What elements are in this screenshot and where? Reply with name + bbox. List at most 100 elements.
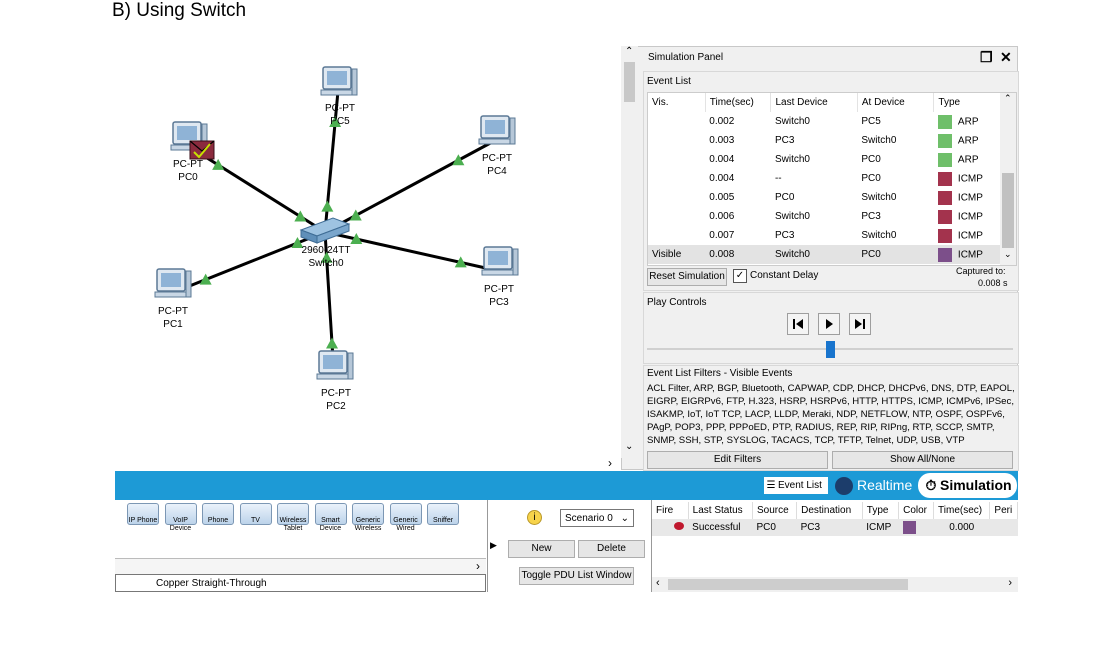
play-button[interactable] xyxy=(818,313,840,335)
smart-device-icon[interactable] xyxy=(314,503,347,525)
event-type-cell: ARP xyxy=(934,112,1016,131)
pdu-column-header[interactable]: Time(sec) xyxy=(933,502,991,519)
scenario-select[interactable]: Scenario 0 ⌄ xyxy=(560,509,634,527)
event-cell: Switch0 xyxy=(770,245,858,264)
new-scenario-button[interactable]: New xyxy=(508,540,575,558)
close-icon[interactable]: ✕ xyxy=(1000,49,1012,65)
workspace-scroll-right-icon[interactable]: › xyxy=(608,456,612,470)
play-controls-group: Play Controls xyxy=(643,292,1019,364)
scroll-up-icon[interactable]: ⌃ xyxy=(1004,93,1012,103)
topology-canvas[interactable] xyxy=(0,0,620,470)
scroll-right-icon[interactable]: › xyxy=(1008,577,1012,589)
reset-simulation-button[interactable]: Reset Simulation xyxy=(647,268,727,286)
event-cell xyxy=(648,150,705,169)
pc-icon-pc4[interactable] xyxy=(478,115,516,145)
pdu-column-header[interactable]: Fire xyxy=(652,502,689,519)
workspace-vertical-scrollbar[interactable]: ⌃ ⌄ xyxy=(621,46,638,458)
event-column-header[interactable]: Time(sec) xyxy=(705,93,772,112)
ip-phone-icon[interactable] xyxy=(127,503,159,525)
link-light-pc0-pc xyxy=(212,158,225,170)
pdu-cell xyxy=(990,519,1018,536)
pdu-color-cell xyxy=(899,519,934,536)
restore-icon[interactable]: ❐ xyxy=(980,49,993,65)
event-cell: 0.004 xyxy=(709,173,735,184)
link-light-pc1-pc xyxy=(199,273,212,285)
pdu-column-header[interactable]: Peri xyxy=(989,502,1018,519)
scroll-down-icon[interactable]: ⌄ xyxy=(1004,249,1012,259)
pc-icon-pc2[interactable] xyxy=(316,350,354,380)
pdu-column-header[interactable]: Destination xyxy=(796,502,863,519)
event-cell: PC0 xyxy=(861,154,881,165)
pdu-scrollbar-thumb[interactable] xyxy=(668,579,908,590)
scroll-up-icon[interactable]: ⌃ xyxy=(625,46,634,57)
switch-icon[interactable] xyxy=(299,217,351,244)
constant-delay-checkbox[interactable]: ✓ xyxy=(733,269,747,283)
pc-icon-pc5[interactable] xyxy=(320,66,358,96)
pc-icon-pc3[interactable] xyxy=(481,246,519,276)
toggle-pdu-list-button[interactable]: Toggle PDU List Window xyxy=(519,567,634,585)
edit-filters-button[interactable]: Edit Filters xyxy=(647,451,828,469)
event-list-scrollbar[interactable]: ⌃ ⌄ xyxy=(1000,93,1016,265)
pc-icon-pc0[interactable] xyxy=(170,121,208,151)
workspace-scrollbar-thumb[interactable] xyxy=(624,62,635,102)
step-forward-button[interactable] xyxy=(849,313,871,335)
link-light-pc3-switch xyxy=(350,233,363,245)
realtime-mode-button[interactable]: Realtime xyxy=(835,473,915,498)
step-back-button[interactable] xyxy=(787,313,809,335)
pdu-column-header[interactable]: Last Status xyxy=(688,502,754,519)
scroll-down-icon[interactable]: ⌄ xyxy=(625,441,634,452)
event-cell xyxy=(648,112,705,131)
palette-scroll-right-icon[interactable]: › xyxy=(476,559,480,573)
delete-scenario-button[interactable]: Delete xyxy=(578,540,645,558)
event-cell: Switch0 xyxy=(861,192,897,203)
pdu-envelope-icon[interactable] xyxy=(189,140,215,160)
link-pc3[interactable] xyxy=(324,230,500,273)
expand-arrow-icon[interactable]: ▶ xyxy=(490,540,497,550)
generic-wired-icon[interactable] xyxy=(389,503,422,525)
event-column-header[interactable]: Last Device xyxy=(770,93,858,112)
event-type-label: ARP xyxy=(957,116,979,128)
mode-bar: ☰Event List Realtime ⏱Simulation xyxy=(115,471,1018,500)
pdu-column-header[interactable]: Source xyxy=(752,502,798,519)
pdu-list-scrollbar[interactable]: ‹ › xyxy=(652,577,1018,592)
event-color-swatch xyxy=(937,190,952,205)
event-color-swatch xyxy=(937,247,952,262)
voip-device-icon[interactable] xyxy=(164,503,197,525)
pc-icon-pc1[interactable] xyxy=(154,268,192,298)
event-list-scrollbar-thumb[interactable] xyxy=(1002,173,1014,248)
play-controls-label: Play Controls xyxy=(647,297,707,308)
palette-scrollbar[interactable]: › xyxy=(115,558,486,575)
speed-slider-thumb[interactable] xyxy=(826,341,835,358)
event-color-swatch xyxy=(937,171,952,186)
phone-icon[interactable] xyxy=(202,503,234,525)
scroll-left-icon[interactable]: ‹ xyxy=(656,577,660,589)
fire-cell[interactable] xyxy=(652,519,688,536)
event-type-label: ICMP xyxy=(957,230,983,242)
event-column-header[interactable]: Vis. xyxy=(648,93,706,112)
sniffer-icon[interactable] xyxy=(427,503,459,525)
info-icon[interactable]: i xyxy=(527,510,542,525)
pdu-column-header[interactable]: Color xyxy=(898,502,935,519)
show-all-none-button[interactable]: Show All/None xyxy=(832,451,1013,469)
pdu-column-header[interactable]: Type xyxy=(862,502,900,519)
link-pc4[interactable] xyxy=(324,138,497,234)
simulation-mode-button[interactable]: ⏱Simulation xyxy=(918,473,1017,498)
wireless-tablet-icon[interactable] xyxy=(277,503,309,525)
generic-wireless-icon[interactable] xyxy=(352,503,384,525)
event-column-header[interactable]: At Device xyxy=(857,93,935,112)
scenario-selected-value: Scenario 0 xyxy=(565,513,613,524)
event-list-toggle[interactable]: ☰Event List xyxy=(763,476,829,495)
event-list-toggle-label: Event List xyxy=(778,480,822,491)
tv-icon[interactable] xyxy=(239,503,272,525)
link-pc1[interactable] xyxy=(171,230,326,295)
